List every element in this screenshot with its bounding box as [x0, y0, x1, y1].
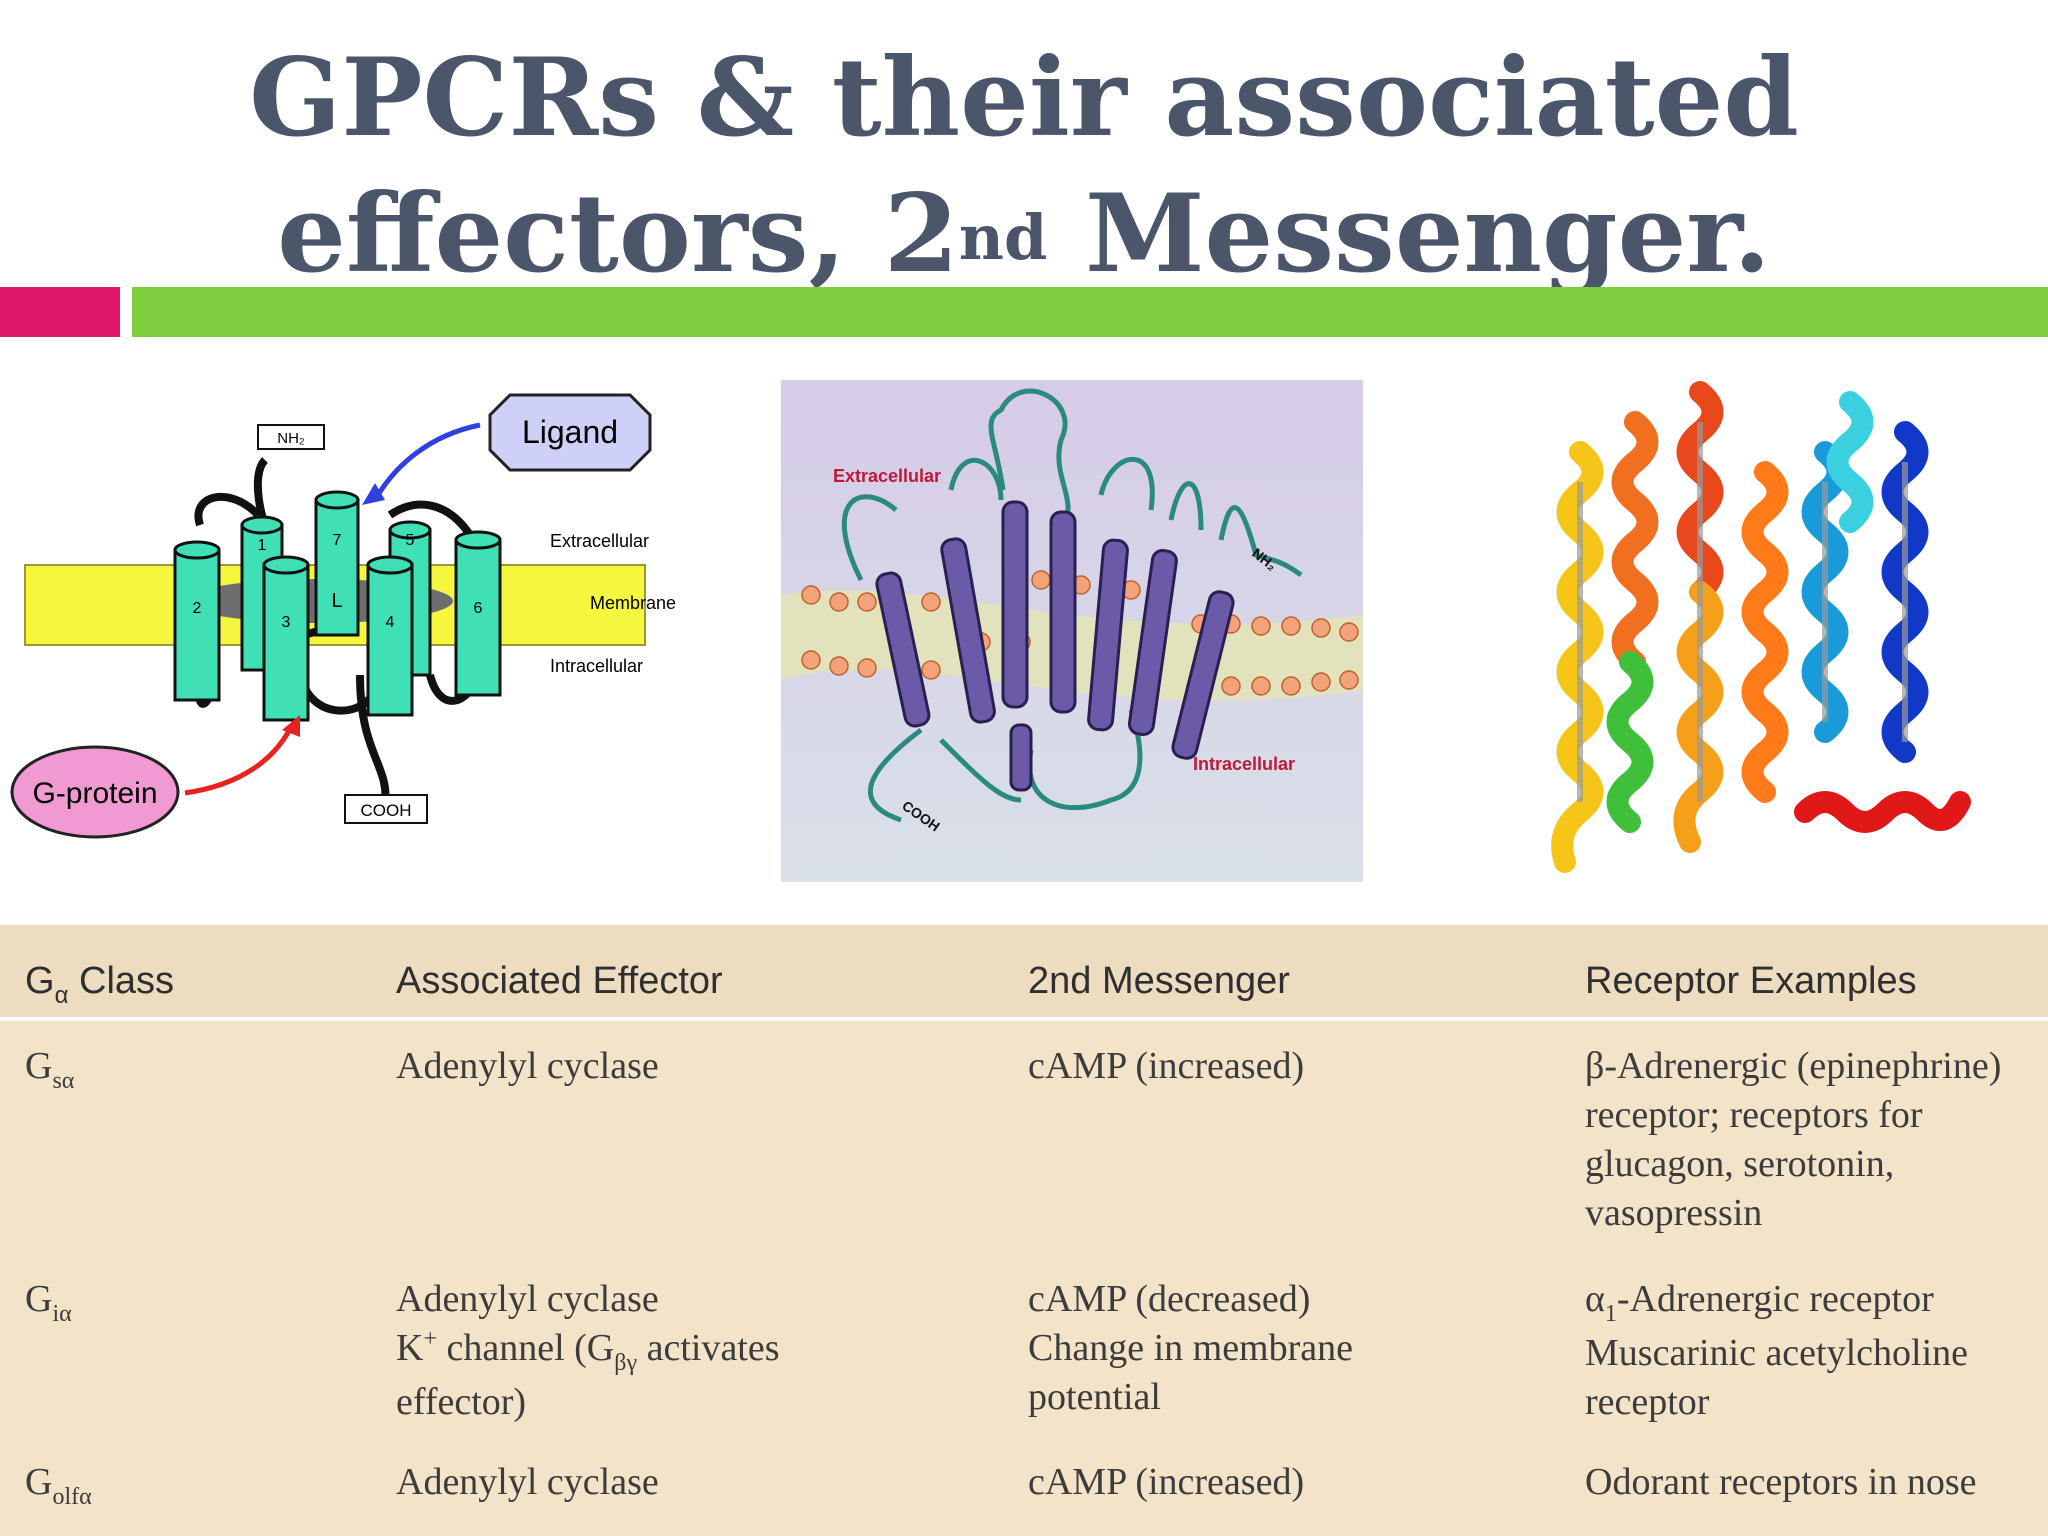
row-1-effector: Adenylyl cyclase: [396, 1042, 659, 1091]
row-2-messenger-line-3: potential: [1028, 1376, 1161, 1418]
helix-number-7: 7: [333, 532, 342, 549]
row-1-class-main: G: [25, 1045, 53, 1087]
helix-number-5: 5: [406, 532, 415, 549]
helix-4: [366, 555, 414, 717]
row-2-effector-channel: channel (G: [437, 1327, 615, 1369]
gprotein-label: G-protein: [32, 777, 157, 810]
row-1-receptor-line-1: β-Adrenergic (epinephrine): [1585, 1045, 2002, 1087]
header-messenger: 2nd Messenger: [1028, 960, 1290, 1002]
fig2-extracellular-label: Extracellular: [833, 466, 941, 486]
extracellular-label: Extracellular: [550, 531, 649, 551]
row-2-class-main: G: [25, 1278, 53, 1320]
gprotein-arrow: [184, 723, 295, 796]
helix-number-2: 2: [193, 600, 202, 617]
helix-number-6: 6: [474, 600, 483, 617]
ribbon-highlights: [1577, 422, 1908, 802]
row-2-receptor-line-3: receptor: [1585, 1381, 1710, 1423]
accent-bar-pink: [0, 287, 120, 337]
header-class-rest: Class: [68, 960, 175, 1002]
row-3-class-main: G: [25, 1461, 53, 1503]
header-class-sub: α: [54, 982, 69, 1009]
topology-loops: [841, 388, 1303, 823]
helix-3: [262, 555, 310, 722]
header-effector: Associated Effector: [396, 960, 723, 1002]
helix-number-4: 4: [386, 614, 395, 631]
row-3-effector: Adenylyl cyclase: [396, 1458, 659, 1507]
row-1-messenger: cAMP (increased): [1028, 1042, 1304, 1091]
row-2-effector-beta-gamma: βγ: [614, 1350, 638, 1376]
ligand-arrowhead: [362, 483, 385, 505]
gprotein-ellipse: [10, 745, 180, 839]
ribbon-helices: [1551, 381, 1971, 873]
gpcr-schematic-figure: 1 2 3 4 5 6 7 L NH₂ Ligand Extracellular…: [10, 393, 676, 839]
row-2-effector-k: K: [396, 1327, 424, 1369]
row-3-class-sub: olfα: [52, 1484, 92, 1510]
row-2-effector-line-1: Adenylyl cyclase: [396, 1278, 659, 1320]
title-line-2-post: Messenger.: [1047, 171, 1771, 297]
table-header-divider: [0, 1017, 2048, 1021]
ligand-label: Ligand: [522, 414, 618, 450]
row-3-messenger-line: cAMP (increased): [1028, 1461, 1305, 1503]
row-2-receptor-adrenergic: -Adrenergic receptor: [1616, 1278, 1934, 1320]
cooh-box: [344, 794, 428, 824]
row-1-receptor-line-3: glucagon, serotonin,: [1585, 1143, 1895, 1185]
row-1-effector-line: Adenylyl cyclase: [396, 1045, 659, 1087]
nh2-label: NH₂: [277, 430, 305, 447]
slide-title: GPCRs & their associated effectors, 2nd …: [0, 30, 2048, 302]
row-2-receptor-alpha: α: [1585, 1278, 1605, 1320]
row-2-messenger-line-2: Change in membrane: [1028, 1327, 1354, 1369]
title-line-2: effectors, 2nd Messenger.: [0, 166, 2048, 302]
helix-number-1: 1: [258, 537, 267, 554]
transmembrane-helices: [875, 500, 1235, 792]
protein-ribbon-structure: [1551, 381, 1971, 873]
row-1-receptors: β-Adrenergic (epinephrine) receptor; rec…: [1585, 1042, 2001, 1238]
row-2-effector-activates: activates: [637, 1327, 780, 1369]
row-1-receptor-line-4: vasopressin: [1585, 1192, 1763, 1234]
nh2-box: [257, 424, 325, 450]
row-3-class: Golfα: [25, 1458, 92, 1512]
row-2-receptor-alpha-sub: 1: [1604, 1301, 1617, 1327]
helix-number-3: 3: [282, 614, 291, 631]
row-2-messenger-line-1: cAMP (decreased): [1028, 1278, 1311, 1320]
row-1-messenger-line: cAMP (increased): [1028, 1045, 1305, 1087]
row-2-effector: Adenylyl cyclase K+ channel (Gβγ activat…: [396, 1275, 780, 1427]
ligand-arrow: [372, 422, 481, 502]
helix-2: [173, 540, 221, 702]
helix-7: [314, 490, 360, 637]
table-header-background: [0, 925, 2048, 1017]
row-1-class: Gsα: [25, 1042, 74, 1096]
row-3-messenger: cAMP (increased): [1028, 1458, 1304, 1507]
title-line-1: GPCRs & their associated: [249, 35, 1799, 161]
row-1-receptor-line-2: receptor; receptors for: [1585, 1094, 1923, 1136]
title-line-2-pre: effectors, 2: [277, 171, 959, 297]
helix-6: [454, 530, 502, 697]
row-3-receptor-line: Odorant receptors in nose: [1585, 1461, 1977, 1503]
row-2-class: Giα: [25, 1275, 72, 1329]
membrane-topology-figure: Extracellular Intracellular NH₂ COOH: [781, 380, 1363, 882]
fig2-intracellular-label: Intracellular: [1193, 754, 1295, 774]
header-receptors: Receptor Examples: [1585, 960, 1917, 1002]
row-2-effector-line-2: K+ channel (Gβγ activates: [396, 1324, 780, 1378]
membrane-label: Membrane: [590, 593, 676, 613]
row-2-receptor-line-1: α1-Adrenergic receptor: [1585, 1275, 1968, 1329]
intracellular-label: Intracellular: [550, 656, 643, 676]
title-superscript: nd: [958, 201, 1048, 274]
cooh-label: COOH: [361, 801, 412, 820]
ligand-box: [488, 393, 652, 472]
row-2-receptor-line-2: Muscarinic acetylcholine: [1585, 1332, 1969, 1374]
row-2-effector-k-charge: +: [423, 1326, 437, 1352]
g-alpha-class-table: Gα Class Associated Effector 2nd Messeng…: [0, 925, 2048, 1536]
row-2-effector-line-3: effector): [396, 1381, 527, 1423]
row-3-effector-line: Adenylyl cyclase: [396, 1461, 659, 1503]
gprotein-arrowhead: [282, 715, 300, 737]
header-class: Gα Class: [25, 957, 174, 1010]
row-2-class-sub: iα: [52, 1301, 72, 1327]
accent-bar-green: [132, 287, 2048, 337]
row-1-class-sub: sα: [52, 1068, 75, 1094]
row-3-receptors: Odorant receptors in nose: [1585, 1458, 1977, 1507]
header-class-main: G: [25, 960, 55, 1002]
ligand-l-label: L: [331, 590, 342, 612]
row-2-messenger: cAMP (decreased) Change in membrane pote…: [1028, 1275, 1353, 1422]
row-2-receptors: α1-Adrenergic receptor Muscarinic acetyl…: [1585, 1275, 1968, 1427]
